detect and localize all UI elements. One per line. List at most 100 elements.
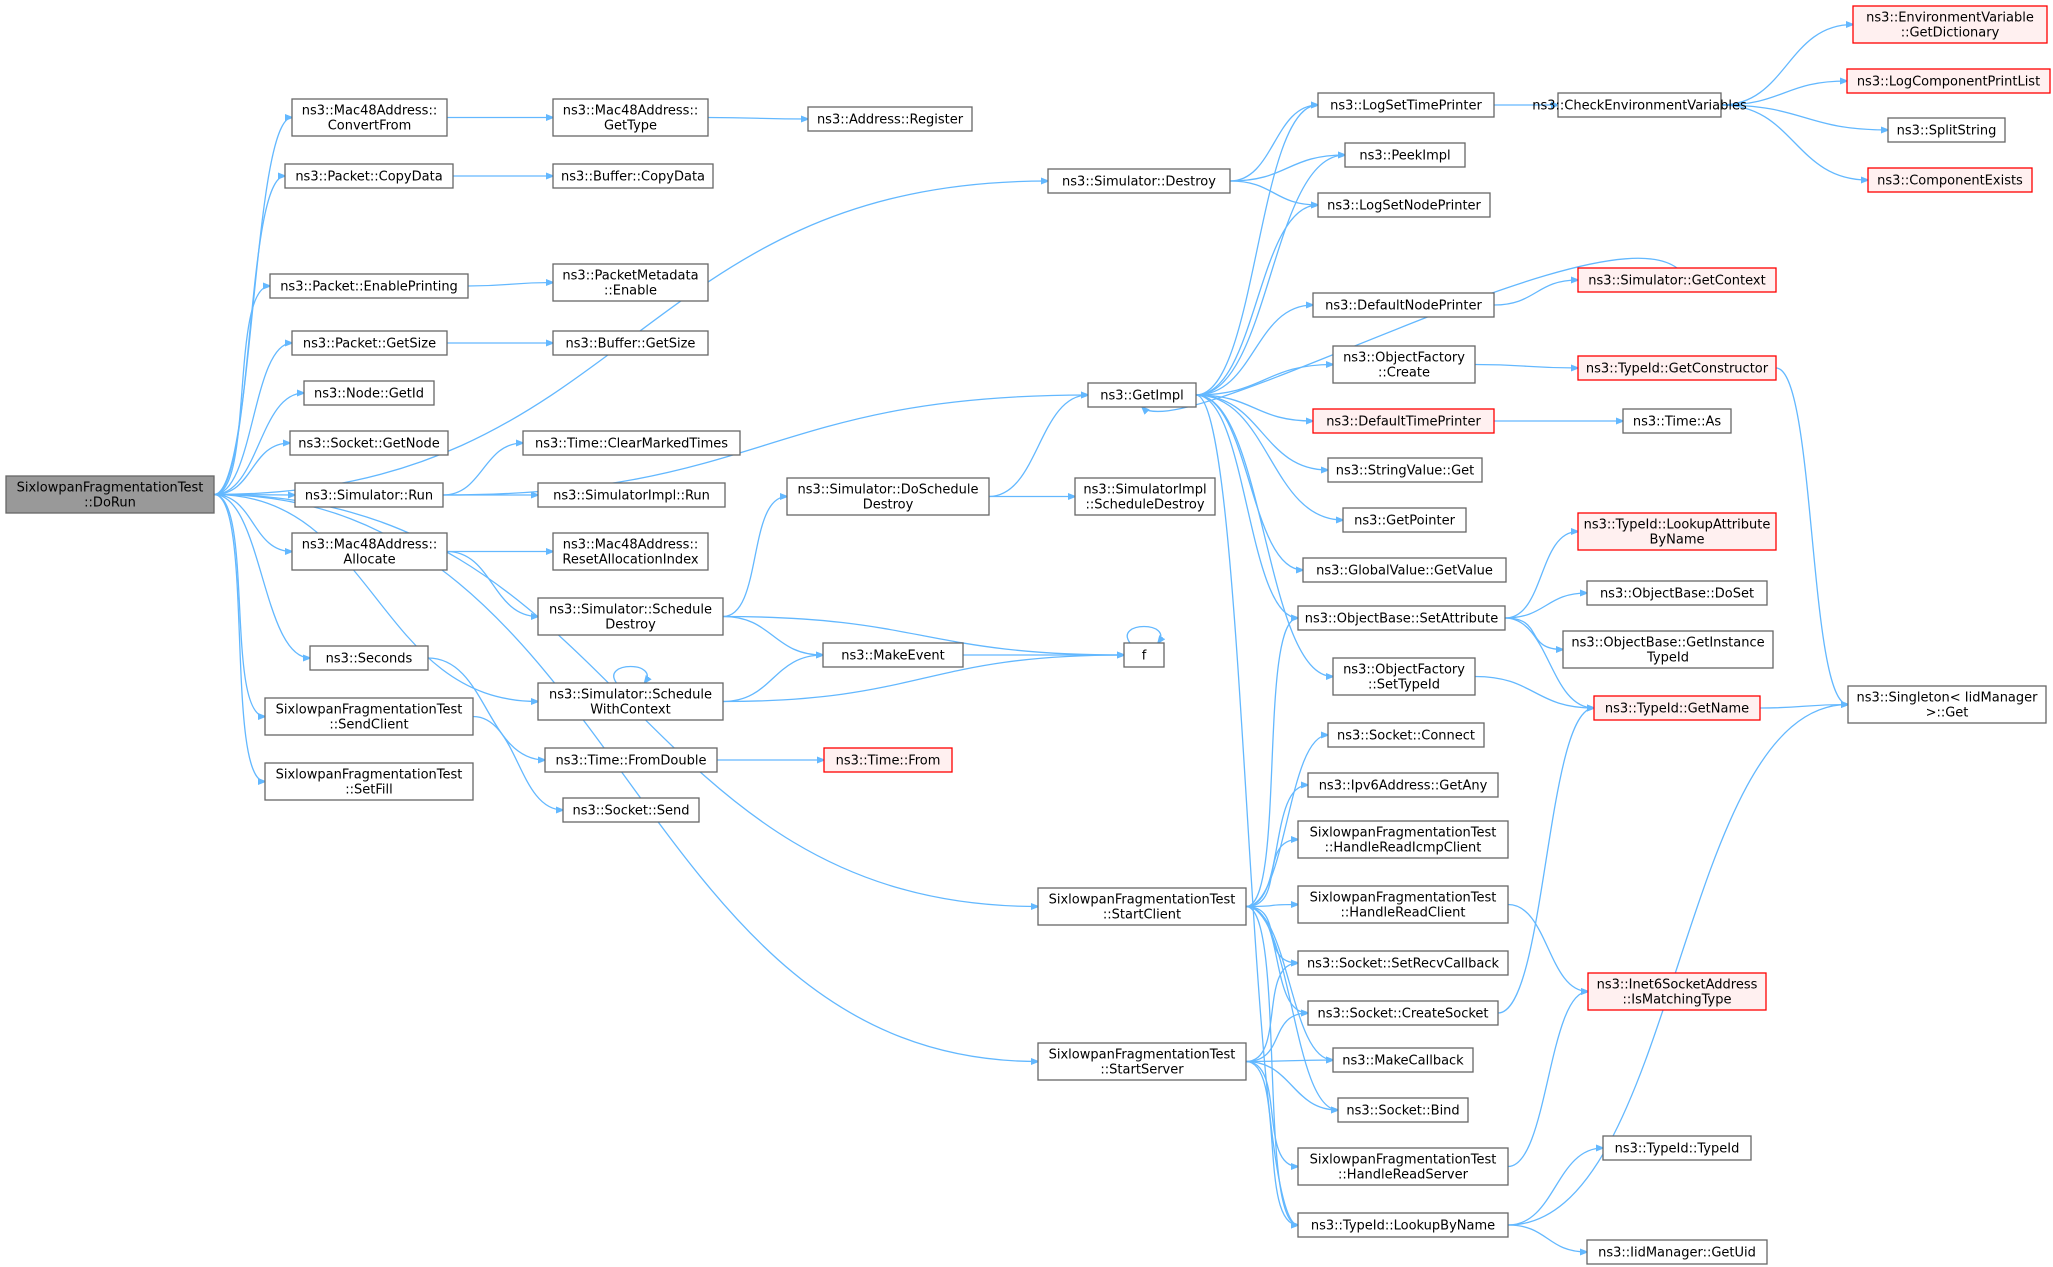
node-globalvalue_get[interactable]: ns3::GlobalValue::GetValue [1302, 557, 1507, 583]
node-buf_getsize[interactable]: ns3::Buffer::GetSize [552, 330, 709, 356]
node-setfill[interactable]: SixlowpanFragmentationTest::SetFill [264, 762, 474, 801]
node-sim_getcontext[interactable]: ns3::Simulator::GetContext [1577, 267, 1777, 293]
node-box [552, 263, 709, 302]
node-mac_gettype[interactable]: ns3::Mac48Address::GetType [552, 98, 709, 137]
node-label-line: ns3::Packet::GetSize [303, 337, 436, 352]
node-sock_bind[interactable]: ns3::Socket::Bind [1337, 1097, 1469, 1123]
node-ipv6_getany[interactable]: ns3::Ipv6Address::GetAny [1307, 772, 1499, 798]
edge-objbase_setattr-to-typeid_lookupattr [1504, 532, 1578, 619]
node-typeid_getname[interactable]: ns3::TypeId::GetName [1593, 695, 1761, 721]
node-objfact_settypeid[interactable]: ns3::ObjectFactory::SetTypeId [1332, 657, 1476, 696]
node-envvar_getdict[interactable]: ns3::EnvironmentVariable::GetDictionary [1852, 5, 2048, 44]
node-singleton_get[interactable]: ns3::Singleton< IidManager>::Get [1847, 685, 2047, 724]
node-seconds[interactable]: ns3::Seconds [309, 645, 429, 671]
node-startserver[interactable]: SixlowpanFragmentationTest::StartServer [1037, 1042, 1247, 1081]
node-label-line: ::HandleReadIcmpClient [1325, 841, 1482, 856]
edge-checkenv-to-logcompprintlist [1720, 81, 1847, 106]
node-time_fromdouble[interactable]: ns3::Time::FromDouble [544, 747, 718, 773]
node-makecallback[interactable]: ns3::MakeCallback [1332, 1047, 1474, 1073]
node-typeid_lookupbyname[interactable]: ns3::TypeId::LookupByName [1297, 1212, 1509, 1238]
node-f[interactable]: f [1123, 642, 1165, 668]
edge-startclient-to-ipv6_getany [1245, 785, 1308, 908]
node-simimpl_run[interactable]: ns3::SimulatorImpl::Run [537, 482, 726, 508]
node-box [1312, 292, 1495, 318]
node-getpointer[interactable]: ns3::GetPointer [1342, 507, 1467, 533]
node-root[interactable]: SixlowpanFragmentationTest::DoRun [5, 475, 215, 514]
node-box [1887, 117, 2006, 143]
node-handlereadclient[interactable]: SixlowpanFragmentationTest::HandleReadCl… [1297, 885, 1509, 924]
node-sim_run[interactable]: ns3::Simulator::Run [294, 482, 444, 508]
node-handlereadserver[interactable]: SixlowpanFragmentationTest::HandleReadSe… [1297, 1147, 1509, 1186]
node-label-line: ns3::PeekImpl [1359, 149, 1450, 164]
node-getimpl[interactable]: ns3::GetImpl [1087, 382, 1197, 408]
node-buf_copydata[interactable]: ns3::Buffer::CopyData [552, 163, 714, 189]
node-inet6_ismatching[interactable]: ns3::Inet6SocketAddress::IsMatchingType [1587, 972, 1767, 1011]
node-defnodeprinter[interactable]: ns3::DefaultNodePrinter [1312, 292, 1495, 318]
node-box [264, 697, 474, 736]
node-sock_createsocket[interactable]: ns3::Socket::CreateSocket [1307, 1000, 1499, 1026]
node-label-line: ns3::TypeId::GetName [1605, 702, 1749, 717]
node-box [1297, 950, 1509, 976]
node-time_from[interactable]: ns3::Time::From [823, 747, 953, 773]
node-addr_register[interactable]: ns3::Address::Register [807, 106, 973, 132]
node-simimpl_scheddestroy[interactable]: ns3::SimulatorImpl::ScheduleDestroy [1074, 477, 1216, 516]
node-pkt_getsize[interactable]: ns3::Packet::GetSize [291, 330, 448, 356]
node-pktmeta_enable[interactable]: ns3::PacketMetadata::Enable [552, 263, 709, 302]
node-label-line: ::ScheduleDestroy [1085, 498, 1204, 513]
node-sock_setrecv[interactable]: ns3::Socket::SetRecvCallback [1297, 950, 1509, 976]
node-box [537, 597, 724, 636]
node-sock_getnode[interactable]: ns3::Socket::GetNode [289, 430, 449, 456]
node-componentexists[interactable]: ns3::ComponentExists [1867, 167, 2033, 193]
node-box [1562, 630, 1774, 669]
node-box [5, 475, 215, 514]
node-peekimpl[interactable]: ns3::PeekImpl [1344, 142, 1466, 168]
node-objbase_setattr[interactable]: ns3::ObjectBase::SetAttribute [1297, 605, 1506, 631]
node-box [1327, 457, 1483, 483]
node-box [1307, 772, 1499, 798]
node-makeevent[interactable]: ns3::MakeEvent [822, 642, 964, 668]
node-objbase_doset[interactable]: ns3::ObjectBase::DoSet [1586, 580, 1768, 606]
edge-startserver-to-handlereadserver [1245, 1060, 1298, 1167]
node-sock_connect[interactable]: ns3::Socket::Connect [1327, 722, 1485, 748]
node-sim_scheddestroy[interactable]: ns3::Simulator::ScheduleDestroy [537, 597, 724, 636]
node-logcompprintlist[interactable]: ns3::LogComponentPrintList [1846, 68, 2051, 94]
node-label-line: ns3::Time::From [836, 754, 941, 769]
node-time_as[interactable]: ns3::Time::As [1622, 408, 1732, 434]
node-label-line: ::Enable [604, 284, 657, 299]
node-deftimeprinter[interactable]: ns3::DefaultTimePrinter [1312, 408, 1495, 434]
node-label-line: ns3::Simulator::Run [305, 489, 433, 504]
node-mac_convertfrom[interactable]: ns3::Mac48Address::ConvertFrom [291, 98, 448, 137]
node-box [1302, 557, 1507, 583]
node-time_clearmarked[interactable]: ns3::Time::ClearMarkedTimes [522, 430, 741, 456]
node-sendclient[interactable]: SixlowpanFragmentationTest::SendClient [264, 697, 474, 736]
node-label-line: ns3::LogComponentPrintList [1857, 75, 2040, 90]
edge-root-to-setfill [213, 493, 265, 782]
node-sock_send[interactable]: ns3::Socket::Send [562, 797, 700, 823]
node-objfact_create[interactable]: ns3::ObjectFactory::Create [1332, 345, 1476, 384]
node-logsetnode[interactable]: ns3::LogSetNodePrinter [1317, 192, 1491, 218]
node-box [552, 532, 709, 571]
node-handlereadicmp[interactable]: SixlowpanFragmentationTest::HandleReadIc… [1297, 820, 1509, 859]
node-mac_resetalloc[interactable]: ns3::Mac48Address::ResetAllocationIndex [552, 532, 709, 571]
node-startclient[interactable]: SixlowpanFragmentationTest::StartClient [1037, 887, 1247, 926]
node-pkt_copydata[interactable]: ns3::Packet::CopyData [284, 163, 454, 189]
node-label-line: ::HandleReadServer [1338, 1168, 1469, 1183]
node-label-line: ns3::Seconds [326, 652, 413, 667]
edge-sim_schedctx-to-sim_schedctx [613, 665, 647, 684]
node-iidmanager_getuid[interactable]: ns3::IidManager::GetUid [1586, 1239, 1768, 1265]
node-typeid_typeid[interactable]: ns3::TypeId::TypeId [1602, 1135, 1752, 1161]
node-pkt_enableprinting[interactable]: ns3::Packet::EnablePrinting [269, 273, 469, 299]
node-splitstring[interactable]: ns3::SplitString [1887, 117, 2006, 143]
node-mac_allocate[interactable]: ns3::Mac48Address::Allocate [291, 532, 448, 571]
node-node_getid[interactable]: ns3::Node::GetId [303, 380, 435, 406]
node-typeid_getctor[interactable]: ns3::TypeId::GetConstructor [1577, 355, 1777, 381]
node-logsettime[interactable]: ns3::LogSetTimePrinter [1317, 92, 1495, 118]
node-sim_destroy[interactable]: ns3::Simulator::Destroy [1047, 168, 1231, 194]
node-checkenv[interactable]: ns3::CheckEnvironmentVariables [1532, 92, 1747, 118]
edge-getimpl-to-objbase_setattr [1195, 394, 1298, 618]
node-stringvalue_get[interactable]: ns3::StringValue::Get [1327, 457, 1483, 483]
